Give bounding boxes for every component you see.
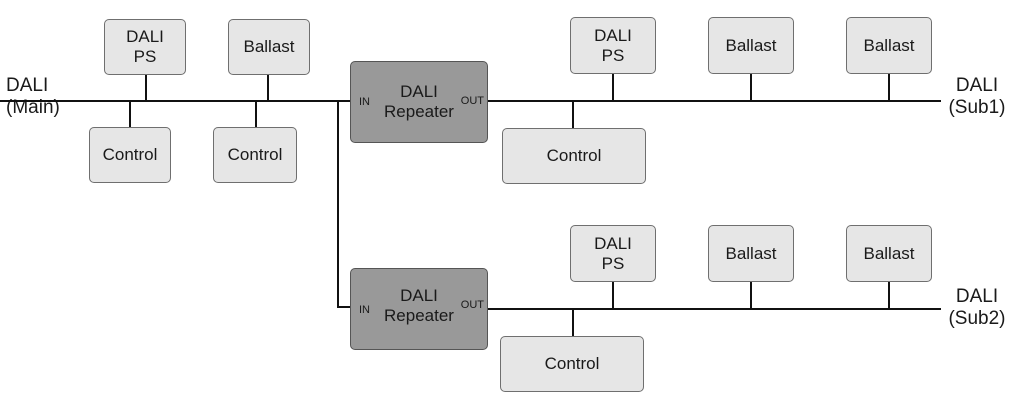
main-control-2-drop (255, 101, 257, 128)
sub2-bus-line (488, 308, 941, 310)
sub2-ballast-2-box: Ballast (846, 225, 932, 282)
sub1-bus-line (488, 100, 941, 102)
main-control-1-box: Control (89, 127, 171, 183)
main-branch-vertical (337, 100, 339, 308)
main-branch-horizontal (337, 306, 352, 308)
bus-label-sub1: DALI (Sub1) (948, 75, 1006, 118)
sub2-ballast-2-drop (888, 280, 890, 309)
sub1-ps-drop (612, 73, 614, 101)
sub1-ballast-1-box: Ballast (708, 17, 794, 74)
repeater-bottom-out-label: OUT (460, 299, 484, 311)
sub1-ballast-1-drop (750, 73, 752, 101)
sub2-dali-ps-box: DALI PS (570, 225, 656, 282)
main-control-1-drop (129, 101, 131, 128)
sub1-control-drop (572, 101, 574, 129)
main-bus-line (0, 100, 352, 102)
main-ps-drop (145, 74, 147, 101)
main-ballast-box: Ballast (228, 19, 310, 75)
sub2-ballast-1-drop (750, 280, 752, 309)
sub2-ps-drop (612, 280, 614, 309)
repeater-top: DALI Repeater IN OUT (350, 61, 488, 143)
sub1-ballast-2-box: Ballast (846, 17, 932, 74)
repeater-top-out-label: OUT (460, 95, 484, 107)
sub2-control-box: Control (500, 336, 644, 392)
sub2-control-drop (572, 309, 574, 337)
main-dali-ps-box: DALI PS (104, 19, 186, 75)
sub1-control-box: Control (502, 128, 646, 184)
sub1-ballast-2-drop (888, 73, 890, 101)
sub1-dali-ps-box: DALI PS (570, 17, 656, 74)
repeater-bottom: DALI Repeater IN OUT (350, 268, 488, 350)
repeater-bottom-in-label: IN (359, 304, 370, 316)
main-ballast-drop (267, 74, 269, 101)
bus-label-main: DALI (Main) (6, 75, 60, 118)
sub2-ballast-1-box: Ballast (708, 225, 794, 282)
main-control-2-box: Control (213, 127, 297, 183)
repeater-top-in-label: IN (359, 96, 370, 108)
bus-label-sub2: DALI (Sub2) (948, 286, 1006, 329)
repeater-bottom-title: DALI Repeater (384, 286, 454, 325)
repeater-top-title: DALI Repeater (384, 82, 454, 121)
